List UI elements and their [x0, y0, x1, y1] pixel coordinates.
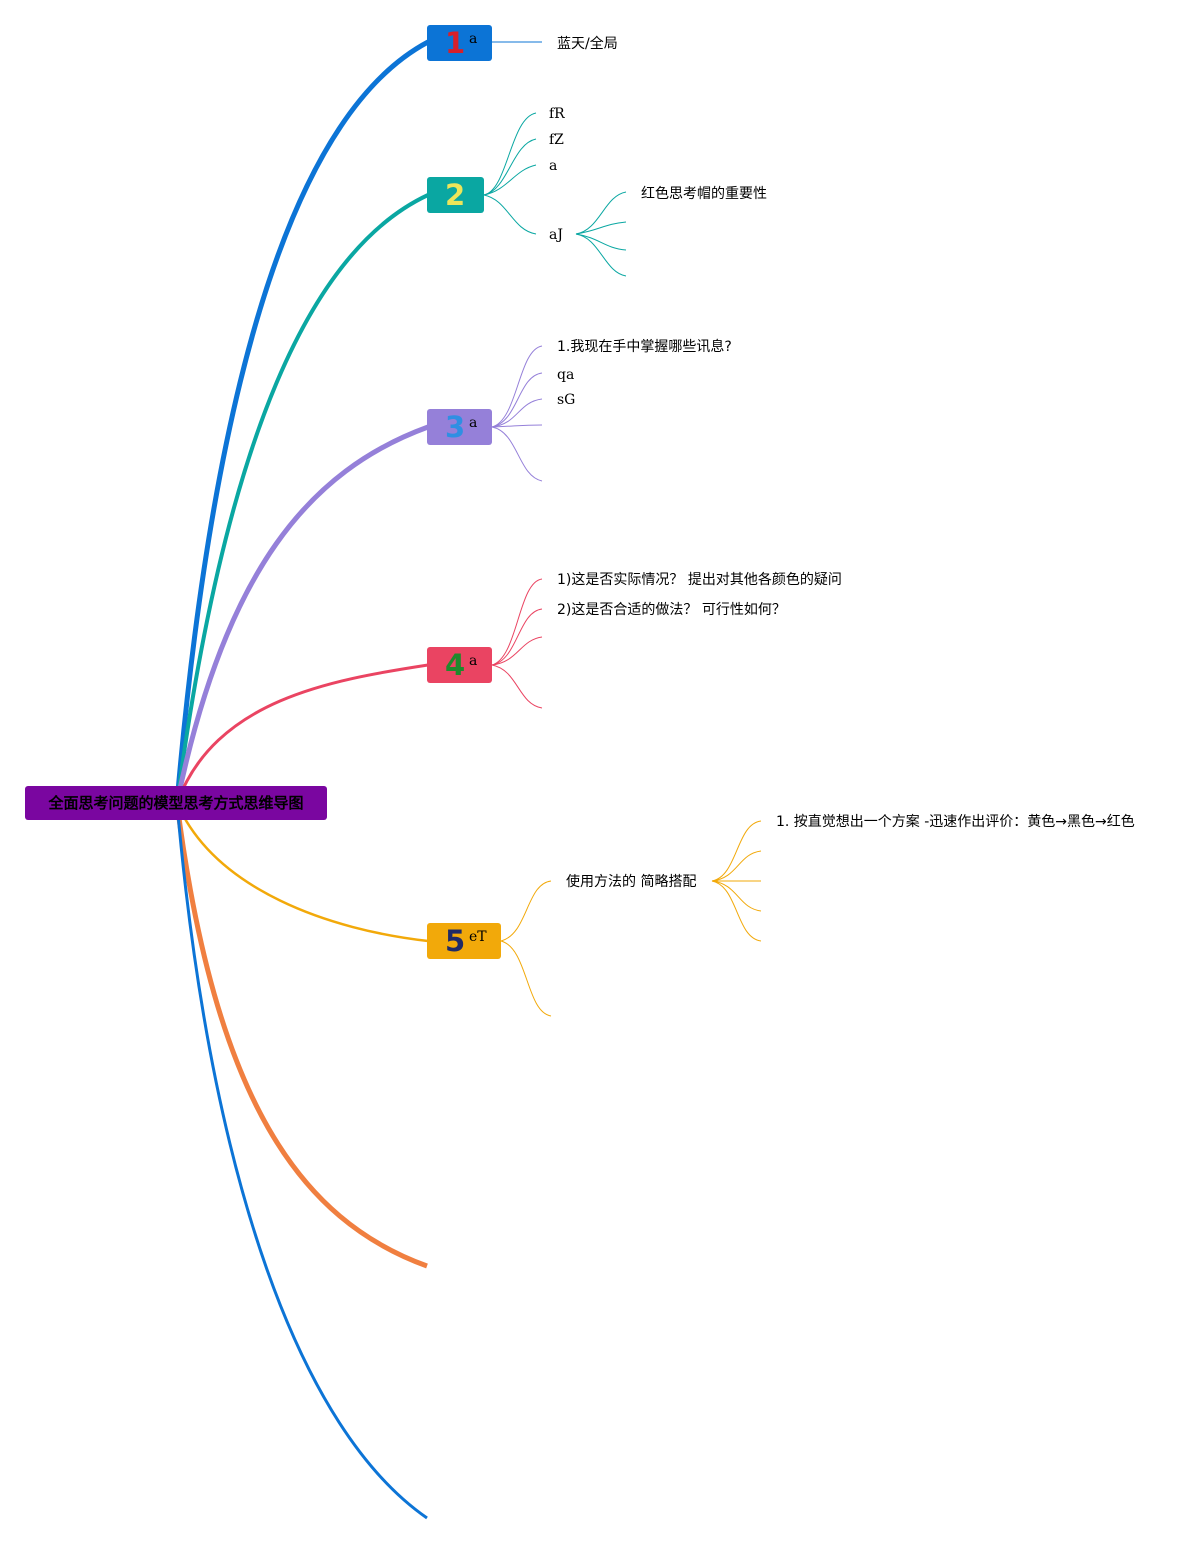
branch-topic-5[interactable]: 5 eT	[427, 923, 501, 959]
branch-3-child-connectors	[491, 345, 543, 482]
leaf-1-1[interactable]: 蓝天/全局	[557, 36, 618, 52]
branch-number-5: 5	[445, 924, 466, 958]
leaf-3-1[interactable]: 1.我现在手中掌握哪些讯息?	[557, 339, 732, 355]
branch-label-4: a	[469, 653, 478, 669]
leaf-2-4[interactable]: aJ	[549, 227, 563, 243]
branch-topic-4[interactable]: 4 a	[427, 647, 492, 683]
branch-4-connector	[175, 663, 429, 804]
leaf-3-3[interactable]: sG	[557, 392, 576, 408]
leaf-2-1[interactable]: fR	[549, 106, 565, 122]
branch-3-connector	[174, 424, 429, 804]
branch-topic-1[interactable]: 1 a	[427, 25, 492, 61]
leaf-4-2[interactable]: 2)这是否合适的做法？ 可行性如何？	[557, 602, 786, 618]
branch-number-4: 4	[445, 648, 466, 682]
branch-topic-2[interactable]: 2	[427, 177, 484, 213]
branch-5-child-connectors	[500, 820, 762, 1017]
branch-number-2: 2	[445, 178, 466, 212]
branch-7-connector	[175, 802, 428, 1520]
leaf-2-4-1[interactable]: 红色思考帽的重要性	[641, 186, 767, 202]
leaf-5-1-1[interactable]: 1. 按直觉想出一个方案 -迅速作出评价：黄色→黑色→红色	[776, 814, 1135, 830]
branch-number-1: 1	[445, 26, 466, 60]
leaf-2-3[interactable]: a	[549, 158, 558, 174]
branch-label-1: a	[469, 31, 478, 47]
leaf-2-2[interactable]: fZ	[549, 132, 564, 148]
branch-label-3: a	[469, 415, 478, 431]
leaf-3-2[interactable]: qa	[557, 367, 575, 383]
branch-label-5: eT	[469, 929, 487, 945]
branch-1-connector	[174, 39, 430, 804]
branch-topic-3[interactable]: 3 a	[427, 409, 492, 445]
branch-6-connector	[174, 802, 428, 1269]
leaf-5-1[interactable]: 使用方法的 简略搭配	[566, 874, 697, 890]
branch-number-3: 3	[445, 410, 466, 444]
branch-2-child-connectors	[483, 112, 627, 277]
root-topic[interactable]: 全面思考问题的模型思考方式思维导图	[25, 786, 327, 820]
leaf-4-1[interactable]: 1)这是否实际情况？ 提出对其他各颜色的疑问	[557, 572, 842, 588]
branch-2-connector	[175, 193, 429, 804]
branch-4-child-connectors	[491, 578, 543, 709]
branch-5-connector	[175, 802, 429, 943]
